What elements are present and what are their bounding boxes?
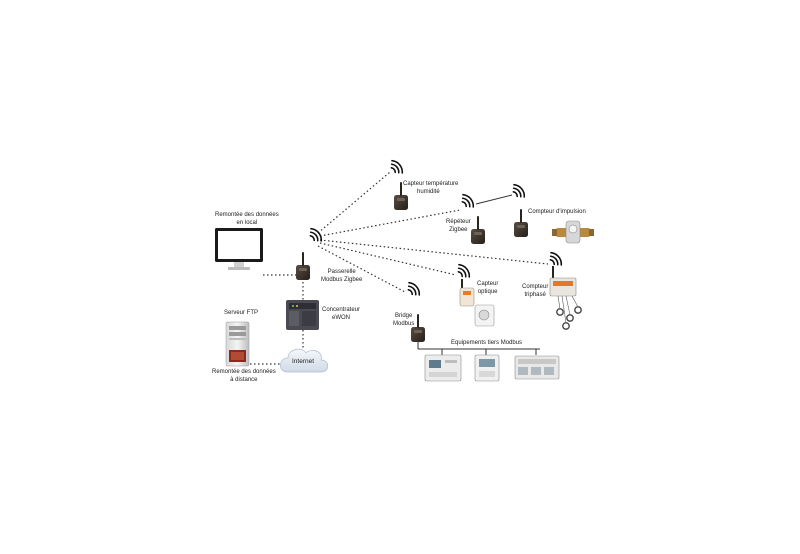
- link-bridge: [317, 245, 406, 293]
- label-optical-sensor-line-1: Capteur: [477, 281, 499, 287]
- label-pulse-meter: Compteur d'impulsion: [528, 209, 586, 215]
- label-concentrator: Concentrateur eWON: [322, 307, 360, 322]
- optical-sensor-device: [454, 261, 495, 327]
- bridge-device: [404, 279, 425, 342]
- cloud-icon: [280, 348, 329, 373]
- label-repeater-line-1: Répéteur: [446, 219, 471, 225]
- label-optical-sensor-line-2: optique: [477, 288, 498, 295]
- three-phase-meter-device: [546, 249, 582, 330]
- link-optical: [319, 242, 457, 276]
- label-three-phase-meter-line-1: Compteur: [522, 284, 549, 290]
- label-concentrator-line-1: Concentrateur: [322, 307, 361, 313]
- label-repeater: Répéteur Zigbee: [446, 219, 471, 234]
- monitor-icon: [215, 228, 263, 270]
- label-three-phase-meter: Compteur triphasé: [522, 284, 548, 299]
- label-internet: Internet: [292, 358, 315, 365]
- label-bridge-line-2: Modbus: [393, 320, 415, 327]
- label-gateway-line-1: Passerelle: [327, 269, 356, 275]
- link-repeater-pulse: [475, 194, 513, 205]
- link-repeater: [319, 209, 461, 237]
- label-third-party: Equipements tiers Modbus: [451, 340, 523, 346]
- label-temp-sensor: Capteur température humidité: [403, 181, 458, 196]
- label-repeater-line-2: Zigbee: [449, 226, 468, 233]
- label-local-display-line-2: en local: [236, 219, 258, 226]
- label-optical-sensor: Capteur optique: [477, 281, 498, 296]
- label-local-display-line-1: Remontée des données: [215, 212, 279, 218]
- wired-links: [417, 194, 540, 355]
- modbus-equipment: [424, 354, 560, 382]
- label-gateway-line-2: Modbus Zigbee: [321, 276, 363, 283]
- gateway-device: [296, 225, 325, 280]
- label-gateway: Passerelle Modbus Zigbee: [321, 269, 362, 284]
- modbus-device-3: [514, 355, 560, 380]
- link-three-phase: [319, 239, 549, 265]
- label-temp-sensor-line-1: Capteur température: [403, 181, 459, 187]
- label-ftp-server: Serveur FTP: [224, 310, 259, 316]
- label-concentrator-line-2: eWON: [332, 314, 351, 321]
- label-bridge: Bridge Modbus: [393, 313, 414, 328]
- label-three-phase-meter-line-2: triphasé: [524, 291, 546, 298]
- modbus-device-2: [474, 354, 500, 382]
- pulse-node-device: [509, 181, 528, 237]
- label-remote-upload-line-2: à distance: [230, 376, 258, 383]
- label-bridge-line-1: Bridge: [395, 313, 413, 319]
- link-temp-sensor: [317, 171, 391, 234]
- water-meter: [552, 220, 594, 244]
- label-temp-sensor-line-2: humidité: [417, 188, 440, 195]
- label-local-display: Remontée des données en local: [215, 212, 279, 227]
- wireless-links: [250, 171, 549, 365]
- server-tower-icon: [225, 321, 250, 367]
- label-remote-upload-line-1: Remontée des données: [212, 369, 276, 375]
- concentrator-device: [286, 300, 319, 330]
- modbus-device-1: [424, 354, 462, 382]
- label-remote-upload: Remontée des données à distance: [212, 369, 276, 384]
